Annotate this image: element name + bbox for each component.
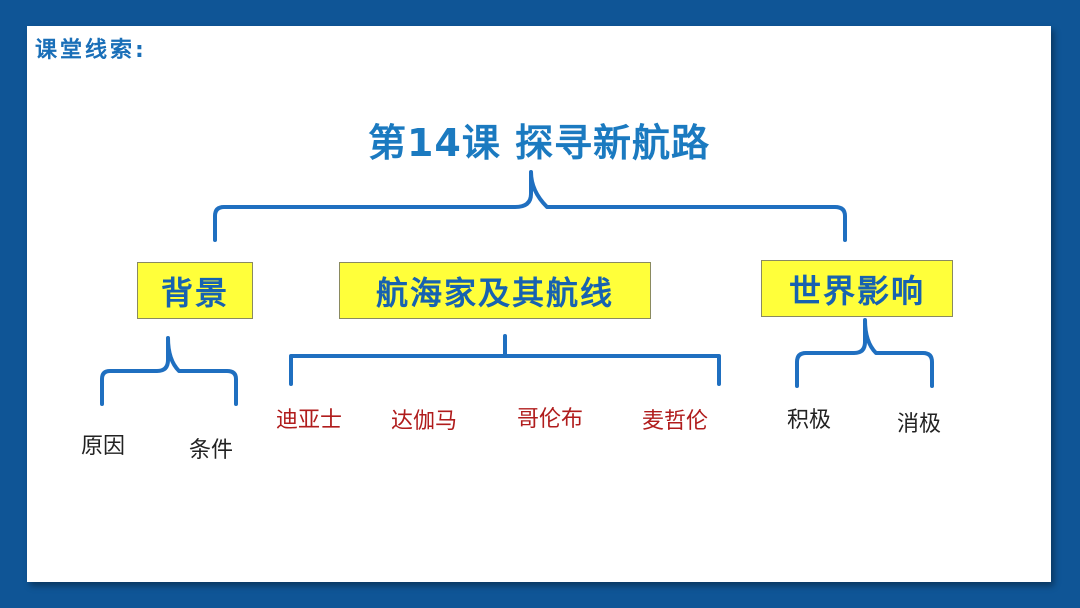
leaf-negative: 消极 bbox=[897, 412, 942, 437]
navigators-box: 航海家及其航线 bbox=[339, 262, 651, 319]
impact-box: 世界影响 bbox=[761, 260, 953, 317]
leaf-columbus: 哥伦布 bbox=[517, 407, 584, 432]
leaf-condition: 条件 bbox=[189, 438, 234, 463]
leaf-cause: 原因 bbox=[81, 434, 126, 459]
top-brace bbox=[213, 170, 847, 242]
clue-label: 课堂线索: bbox=[35, 38, 147, 63]
impact-label: 世界影响 bbox=[788, 271, 925, 310]
background-brace bbox=[100, 336, 238, 406]
leaf-da-gama: 达伽马 bbox=[391, 409, 458, 434]
navigators-label: 航海家及其航线 bbox=[375, 273, 614, 312]
background-label: 背景 bbox=[160, 273, 229, 312]
background-box: 背景 bbox=[137, 262, 253, 319]
impact-brace bbox=[795, 318, 934, 388]
brace-lines bbox=[100, 170, 934, 406]
slide: 课堂线索: 第14课 探寻新航路 背景 航海家及其航线 世界影响 原因 条件 迪… bbox=[27, 26, 1051, 582]
leaf-positive: 积极 bbox=[787, 408, 832, 433]
leaf-dias: 迪亚士 bbox=[276, 408, 343, 433]
navigators-brace bbox=[289, 334, 721, 386]
leaf-magellan: 麦哲伦 bbox=[642, 409, 709, 434]
lesson-title: 第14课 探寻新航路 bbox=[367, 121, 711, 165]
